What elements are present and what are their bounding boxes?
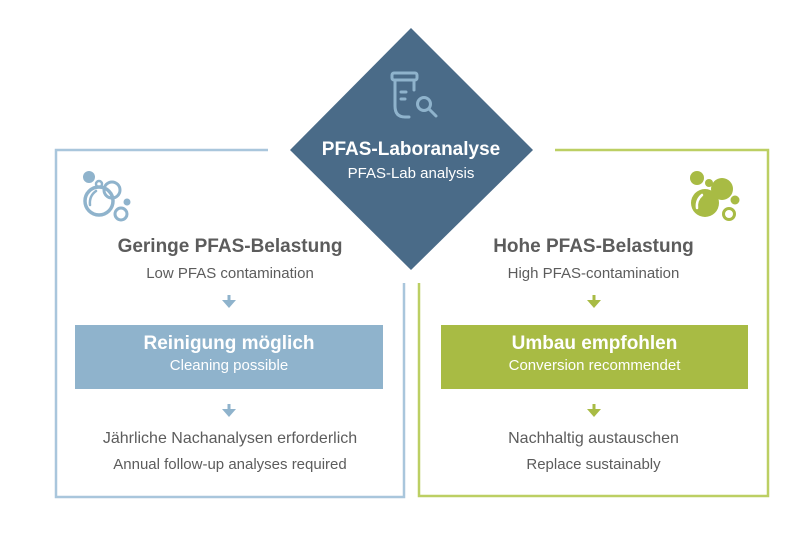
lab-sample-search-icon (390, 71, 438, 119)
right-outline-box (417, 148, 770, 498)
bubbles-outline-icon (83, 171, 131, 222)
arrow-down-icon (222, 295, 236, 308)
right-title: Hohe PFAS-Belastung (493, 236, 694, 257)
left-outline-box (54, 148, 406, 499)
left-action-subtitle: Cleaning possible (169, 357, 289, 374)
center-title: PFAS-Laboranalyse (321, 139, 501, 160)
arrow-down-icon (222, 404, 236, 417)
right-action-title: Umbau empfohlen (511, 333, 678, 354)
left-subtitle: Low PFAS contamination (146, 265, 314, 282)
right-result-title: Nachhaltig austauschen (508, 430, 679, 447)
right-action-subtitle: Conversion recommendet (508, 357, 681, 374)
center-subtitle: PFAS-Lab analysis (347, 165, 475, 182)
center-diamond (290, 28, 533, 270)
left-action-box: Reinigung möglich Cleaning possible (75, 325, 383, 389)
arrow-down-icon (587, 404, 601, 417)
left-result-title: Jährliche Nachanalysen erforderlich (102, 430, 358, 447)
left-title: Geringe PFAS-Belastung (117, 236, 343, 257)
right-result-subtitle: Replace sustainably (526, 456, 661, 473)
arrow-down-icon (587, 295, 601, 308)
left-result-subtitle: Annual follow-up analyses required (113, 456, 347, 473)
left-action-title: Reinigung möglich (143, 333, 315, 354)
bubbles-filled-icon (690, 171, 740, 221)
right-action-box: Umbau empfohlen Conversion recommendet (441, 325, 748, 389)
right-subtitle: High PFAS-contamination (507, 265, 680, 282)
